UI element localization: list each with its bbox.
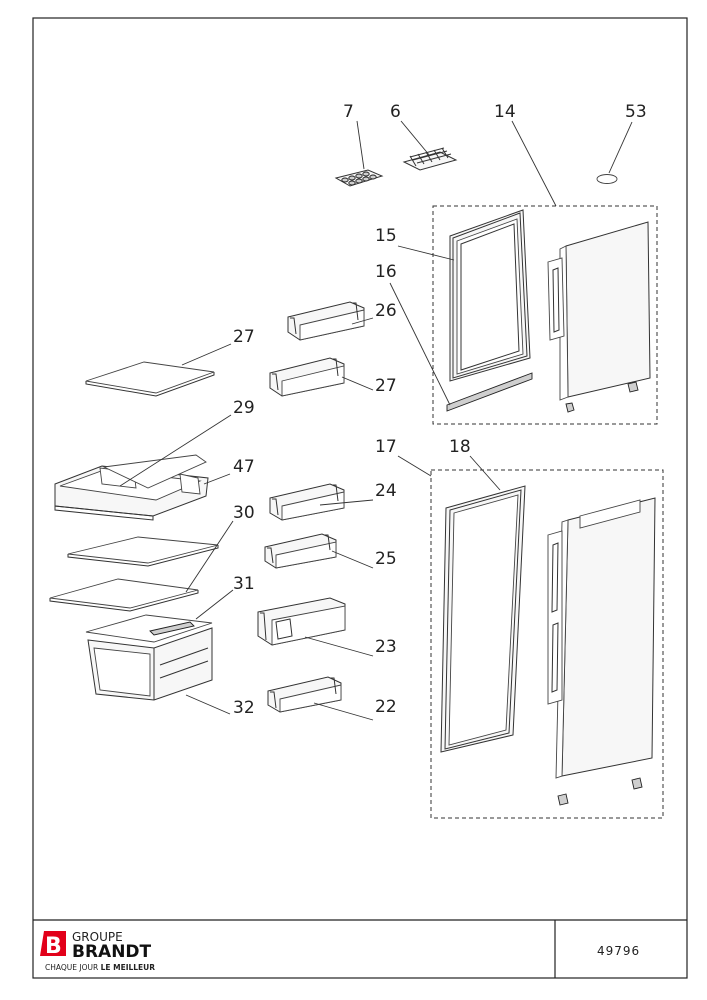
part-29-drawer-cover (102, 454, 207, 489)
part-24-door-balcony (269, 483, 345, 521)
part-25-door-balcony (264, 533, 337, 569)
callout-18: 18 (449, 437, 471, 457)
brand-logo-letter: B (45, 934, 62, 959)
callout-27-balcony: 27 (375, 376, 397, 396)
part-31-crisper-cover (85, 614, 213, 643)
brand-name: BRANDT (72, 942, 152, 962)
drawing-frame (32, 17, 688, 979)
part-23-door-balcony (257, 597, 346, 646)
callout-16: 16 (375, 262, 397, 282)
callout-53: 53 (625, 102, 647, 122)
callout-26: 26 (375, 301, 397, 321)
upper-door-panel (547, 221, 651, 413)
group-14-box (432, 205, 658, 425)
part-16-strip (446, 372, 533, 412)
brand-logo-mark (40, 931, 66, 956)
callout-29: 29 (233, 398, 255, 418)
callout-24: 24 (375, 481, 397, 501)
brand-logo: B (40, 931, 66, 959)
callout-30: 30 (233, 503, 255, 523)
brand-group-word: GROUPE (72, 930, 123, 944)
brand-slogan: CHAQUE JOUR LE MEILLEUR (45, 963, 155, 972)
part-47-drawer-frame (54, 465, 209, 521)
callout-6: 6 (390, 102, 401, 122)
part-30-glass-shelf-lower (49, 578, 199, 612)
part-30-glass-shelf-upper (67, 536, 219, 567)
group-17-box (430, 469, 664, 819)
part-32-crisper-drawer (87, 627, 213, 701)
callout-23: 23 (375, 637, 397, 657)
document-reference: 49796 (597, 944, 640, 958)
brand-slogan-part-a: CHAQUE JOUR (45, 963, 101, 972)
part-27-glass-shelf (85, 361, 215, 397)
callout-32: 32 (233, 698, 255, 718)
callout-7: 7 (343, 102, 354, 122)
callout-31: 31 (233, 574, 255, 594)
callout-15: 15 (375, 226, 397, 246)
part-18-lower-gasket (440, 485, 526, 753)
part-6-ice-tray (402, 147, 458, 171)
part-26-door-balcony (287, 301, 365, 341)
brand-slogan-part-b: LE MEILLEUR (101, 963, 156, 972)
callout-27-shelf: 27 (233, 327, 255, 347)
callout-17: 17 (375, 437, 397, 457)
part-22-door-balcony (267, 676, 342, 713)
part-53-cap (596, 174, 618, 184)
part-27-door-balcony (269, 357, 345, 397)
part-15-upper-gasket (449, 209, 531, 382)
callout-25: 25 (375, 549, 397, 569)
part-7-egg-tray (334, 169, 384, 187)
leader-lines (119, 120, 633, 721)
callout-14: 14 (494, 102, 516, 122)
lower-door-panel (547, 497, 656, 806)
callout-22: 22 (375, 697, 397, 717)
callout-47: 47 (233, 457, 255, 477)
